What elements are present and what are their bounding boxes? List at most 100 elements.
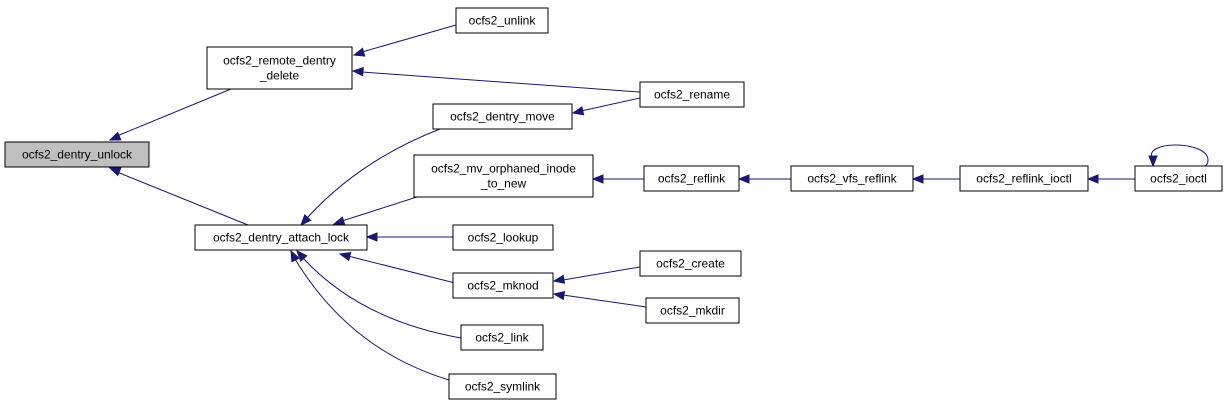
node-box — [639, 81, 745, 108]
node-rename[interactable]: ocfs2_rename — [639, 81, 745, 108]
edge-dentry_move-to-dentry_attach_lock — [300, 128, 441, 226]
edge-mknod-to-dentry_attach_lock — [338, 251, 456, 284]
node-label: _delete — [259, 69, 300, 83]
edge-reflink-to-mv_orphaned — [591, 174, 644, 184]
node-mknod[interactable]: ocfs2_mknod — [452, 272, 554, 299]
arrowhead-icon — [571, 106, 585, 116]
node-create[interactable]: ocfs2_create — [639, 250, 742, 277]
edge-lookup-to-dentry_attach_lock — [365, 232, 453, 242]
node-label: ocfs2_mv_orphaned_inode — [431, 162, 576, 176]
node-label: ocfs2_mknod — [467, 279, 538, 293]
node-box — [455, 7, 549, 34]
node-box — [639, 250, 742, 277]
node-box — [643, 165, 740, 192]
arrowhead-icon — [737, 174, 750, 184]
edge-layer — [108, 24, 1209, 381]
node-layer: ocfs2_dentry_unlock ocfs2_remote_dentry_d… — [4, 7, 1223, 400]
node-box — [452, 224, 554, 251]
arrowhead-icon — [108, 167, 122, 177]
arrowhead-icon — [108, 131, 122, 141]
edge-ioctl-to-reflink_ioctl — [1086, 174, 1135, 184]
edge-line — [302, 257, 462, 339]
arrowhead-icon — [1086, 174, 1099, 184]
node-box — [1134, 165, 1223, 192]
edge-line — [361, 24, 457, 53]
node-dentry-move[interactable]: ocfs2_dentry_move — [432, 103, 573, 130]
node-box — [790, 165, 914, 192]
arrowhead-icon — [911, 174, 924, 184]
arrowhead-icon — [300, 214, 312, 226]
node-box — [432, 103, 573, 130]
node-lookup[interactable]: ocfs2_lookup — [452, 224, 554, 251]
node-label: ocfs2_rename — [654, 88, 730, 102]
edge-vfs_reflink-to-reflink — [737, 174, 791, 184]
node-reflink[interactable]: ocfs2_reflink — [643, 165, 740, 192]
node-remote-dentry-delete[interactable]: ocfs2_remote_dentry_delete — [206, 46, 353, 90]
edge-ioctl-to-ioctl — [1148, 144, 1209, 168]
node-box — [206, 46, 353, 90]
edge-link-to-dentry_attach_lock — [296, 250, 462, 339]
edge-line — [306, 128, 441, 219]
arrowhead-icon — [1148, 155, 1158, 168]
node-box — [194, 224, 368, 251]
arrowhead-icon — [352, 47, 366, 57]
node-label: ocfs2_dentry_unlock — [22, 148, 133, 162]
edge-symlink-to-dentry_attach_lock — [290, 249, 450, 381]
node-ioctl[interactable]: ocfs2_ioctl — [1134, 165, 1223, 192]
edge-unlink-to-remote_dentry_delete — [352, 24, 457, 57]
edge-mkdir-to-mknod — [552, 290, 647, 308]
node-box — [4, 141, 150, 168]
node-dentry-unlock[interactable]: ocfs2_dentry_unlock — [4, 141, 150, 168]
arrowhead-icon — [332, 216, 346, 226]
node-label: ocfs2_reflink — [658, 172, 726, 186]
node-symlink[interactable]: ocfs2_symlink — [448, 373, 557, 400]
node-label: ocfs2_lookup — [468, 231, 539, 245]
edge-line — [116, 88, 232, 137]
arrowhead-icon — [290, 249, 300, 263]
edge-reflink_ioctl-to-vfs_reflink — [911, 174, 960, 184]
edge-line — [341, 195, 421, 222]
node-dentry-attach-lock[interactable]: ocfs2_dentry_attach_lock — [194, 224, 368, 251]
arrowhead-icon — [552, 290, 566, 301]
node-label: ocfs2_symlink — [465, 380, 541, 394]
node-box — [413, 154, 594, 198]
node-label: ocfs2_link — [475, 331, 529, 345]
node-vfs-reflink[interactable]: ocfs2_vfs_reflink — [790, 165, 914, 192]
node-label: ocfs2_remote_dentry — [223, 54, 336, 68]
arrowhead-icon — [338, 251, 352, 262]
edge-line — [562, 294, 647, 308]
node-label: ocfs2_reflink_ioctl — [976, 172, 1071, 186]
edge-line — [347, 255, 456, 284]
node-label: ocfs2_dentry_attach_lock — [213, 231, 350, 245]
edge-line — [116, 171, 249, 226]
edge-mv_orphaned-to-dentry_attach_lock — [332, 195, 421, 226]
node-label: ocfs2_ioctl — [1150, 172, 1207, 186]
arrowhead-icon — [296, 250, 308, 262]
node-reflink-ioctl[interactable]: ocfs2_reflink_ioctl — [959, 165, 1089, 192]
node-label: ocfs2_create — [656, 257, 725, 271]
node-link[interactable]: ocfs2_link — [460, 324, 544, 351]
arrowhead-icon — [591, 174, 604, 184]
edge-dentry_attach_lock-to-dentry_unlock — [108, 167, 249, 226]
node-label: _to_new — [480, 177, 527, 191]
edge-line — [1150, 144, 1209, 167]
node-box — [959, 165, 1089, 192]
node-mv-orphaned[interactable]: ocfs2_mv_orphaned_inode_to_new — [413, 154, 594, 198]
node-box — [452, 272, 554, 299]
edge-create-to-mknod — [552, 266, 641, 284]
node-box — [460, 324, 544, 351]
arrowhead-icon — [351, 67, 364, 77]
edge-line — [294, 258, 450, 381]
node-label: ocfs2_dentry_move — [450, 110, 555, 124]
node-label: ocfs2_vfs_reflink — [807, 172, 897, 186]
edge-remote_dentry_delete-to-dentry_unlock — [108, 88, 232, 141]
node-label: ocfs2_mkdir — [660, 304, 725, 318]
edge-line — [580, 97, 641, 112]
arrowhead-icon — [552, 274, 566, 284]
edge-rename-to-dentry_move — [571, 97, 641, 116]
node-box — [645, 297, 740, 324]
node-unlink[interactable]: ocfs2_unlink — [455, 7, 549, 34]
edge-rename-to-remote_dentry_delete — [351, 67, 641, 93]
node-mkdir[interactable]: ocfs2_mkdir — [645, 297, 740, 324]
